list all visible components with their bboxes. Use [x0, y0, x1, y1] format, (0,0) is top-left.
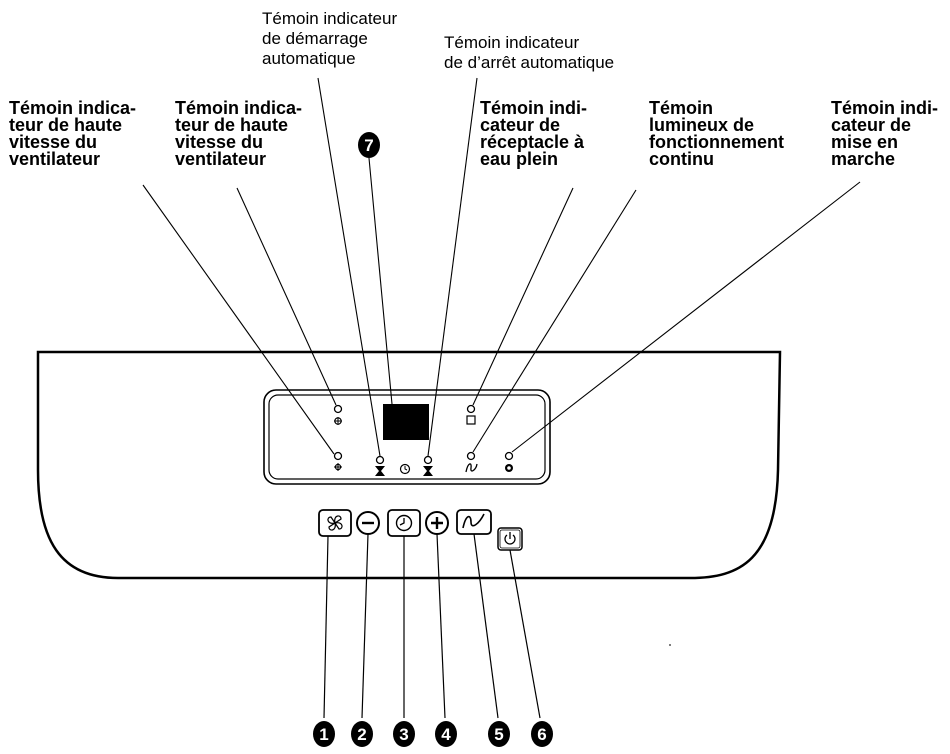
callout-badges: 7 1 2 3 4 5 6	[313, 132, 553, 747]
clock-icon	[395, 514, 413, 532]
power-icon	[504, 532, 516, 545]
label-high-fan-right: Témoin indica- teur de haute vitesse du …	[175, 98, 303, 169]
callout-4: 4	[435, 721, 457, 747]
led-power	[504, 451, 514, 472]
minus-button[interactable]	[356, 511, 380, 535]
callout-6: 6	[531, 721, 553, 747]
leader-7	[368, 157, 393, 405]
timer-on-icon	[375, 466, 385, 476]
svg-text:1: 1	[319, 725, 328, 744]
power-button[interactable]	[497, 527, 523, 551]
label-auto-start: Témoin indicateur de démarrage automatiq…	[262, 9, 398, 68]
led-high-fan-bottom	[333, 451, 343, 471]
svg-text:5: 5	[494, 725, 503, 744]
fan-button[interactable]	[318, 509, 352, 537]
callout-1: 1	[313, 721, 335, 747]
leader-lines-top	[142, 77, 861, 457]
leader-power	[511, 181, 861, 453]
leader-high-fan-left	[142, 184, 335, 455]
svg-text:6: 6	[537, 725, 546, 744]
label-bucket-full: Témoin indi- cateur de réceptacle à eau …	[480, 98, 587, 169]
leader-lines-bottom	[323, 533, 541, 719]
plus-icon	[431, 517, 443, 529]
plus-button[interactable]	[425, 511, 449, 535]
led-bucket-full	[466, 404, 476, 425]
label-power-on: Témoin indi- cateur de mise en marche	[831, 98, 938, 169]
fan-icon	[327, 515, 343, 531]
label-continuous: Témoin lumineux de fonctionnement contin…	[649, 98, 784, 169]
leader-auto-stop	[427, 77, 478, 457]
leader-high-fan-right	[236, 187, 337, 406]
led-auto-stop	[423, 455, 433, 476]
timer-button[interactable]	[387, 509, 421, 537]
callout-2: 2	[351, 721, 373, 747]
continuous-small-icon	[465, 463, 478, 473]
callout-7: 7	[358, 132, 380, 158]
label-high-fan-left: Témoin indica- teur de haute vitesse du …	[9, 98, 137, 169]
led-continuous	[465, 451, 478, 473]
label-auto-stop: Témoin indicateur de d’arrêt automatique	[444, 33, 615, 72]
digital-display	[383, 404, 429, 440]
callout-5: 5	[488, 721, 510, 747]
led-high-fan-top	[333, 404, 343, 425]
leader-auto-start	[317, 77, 381, 457]
leader-bucket-full	[472, 187, 574, 406]
svg-text:7: 7	[364, 136, 373, 155]
svg-text:4: 4	[441, 725, 451, 744]
bucket-icon	[466, 415, 476, 425]
led-auto-start	[375, 455, 385, 476]
svg-text:3: 3	[399, 725, 408, 744]
svg-text:2: 2	[357, 725, 366, 744]
continuous-button[interactable]	[456, 509, 492, 535]
leader-continuous	[472, 189, 637, 453]
continuous-icon	[462, 513, 485, 529]
timer-off-icon	[423, 466, 433, 476]
clock-indicator	[399, 463, 411, 475]
callout-3: 3	[393, 721, 415, 747]
